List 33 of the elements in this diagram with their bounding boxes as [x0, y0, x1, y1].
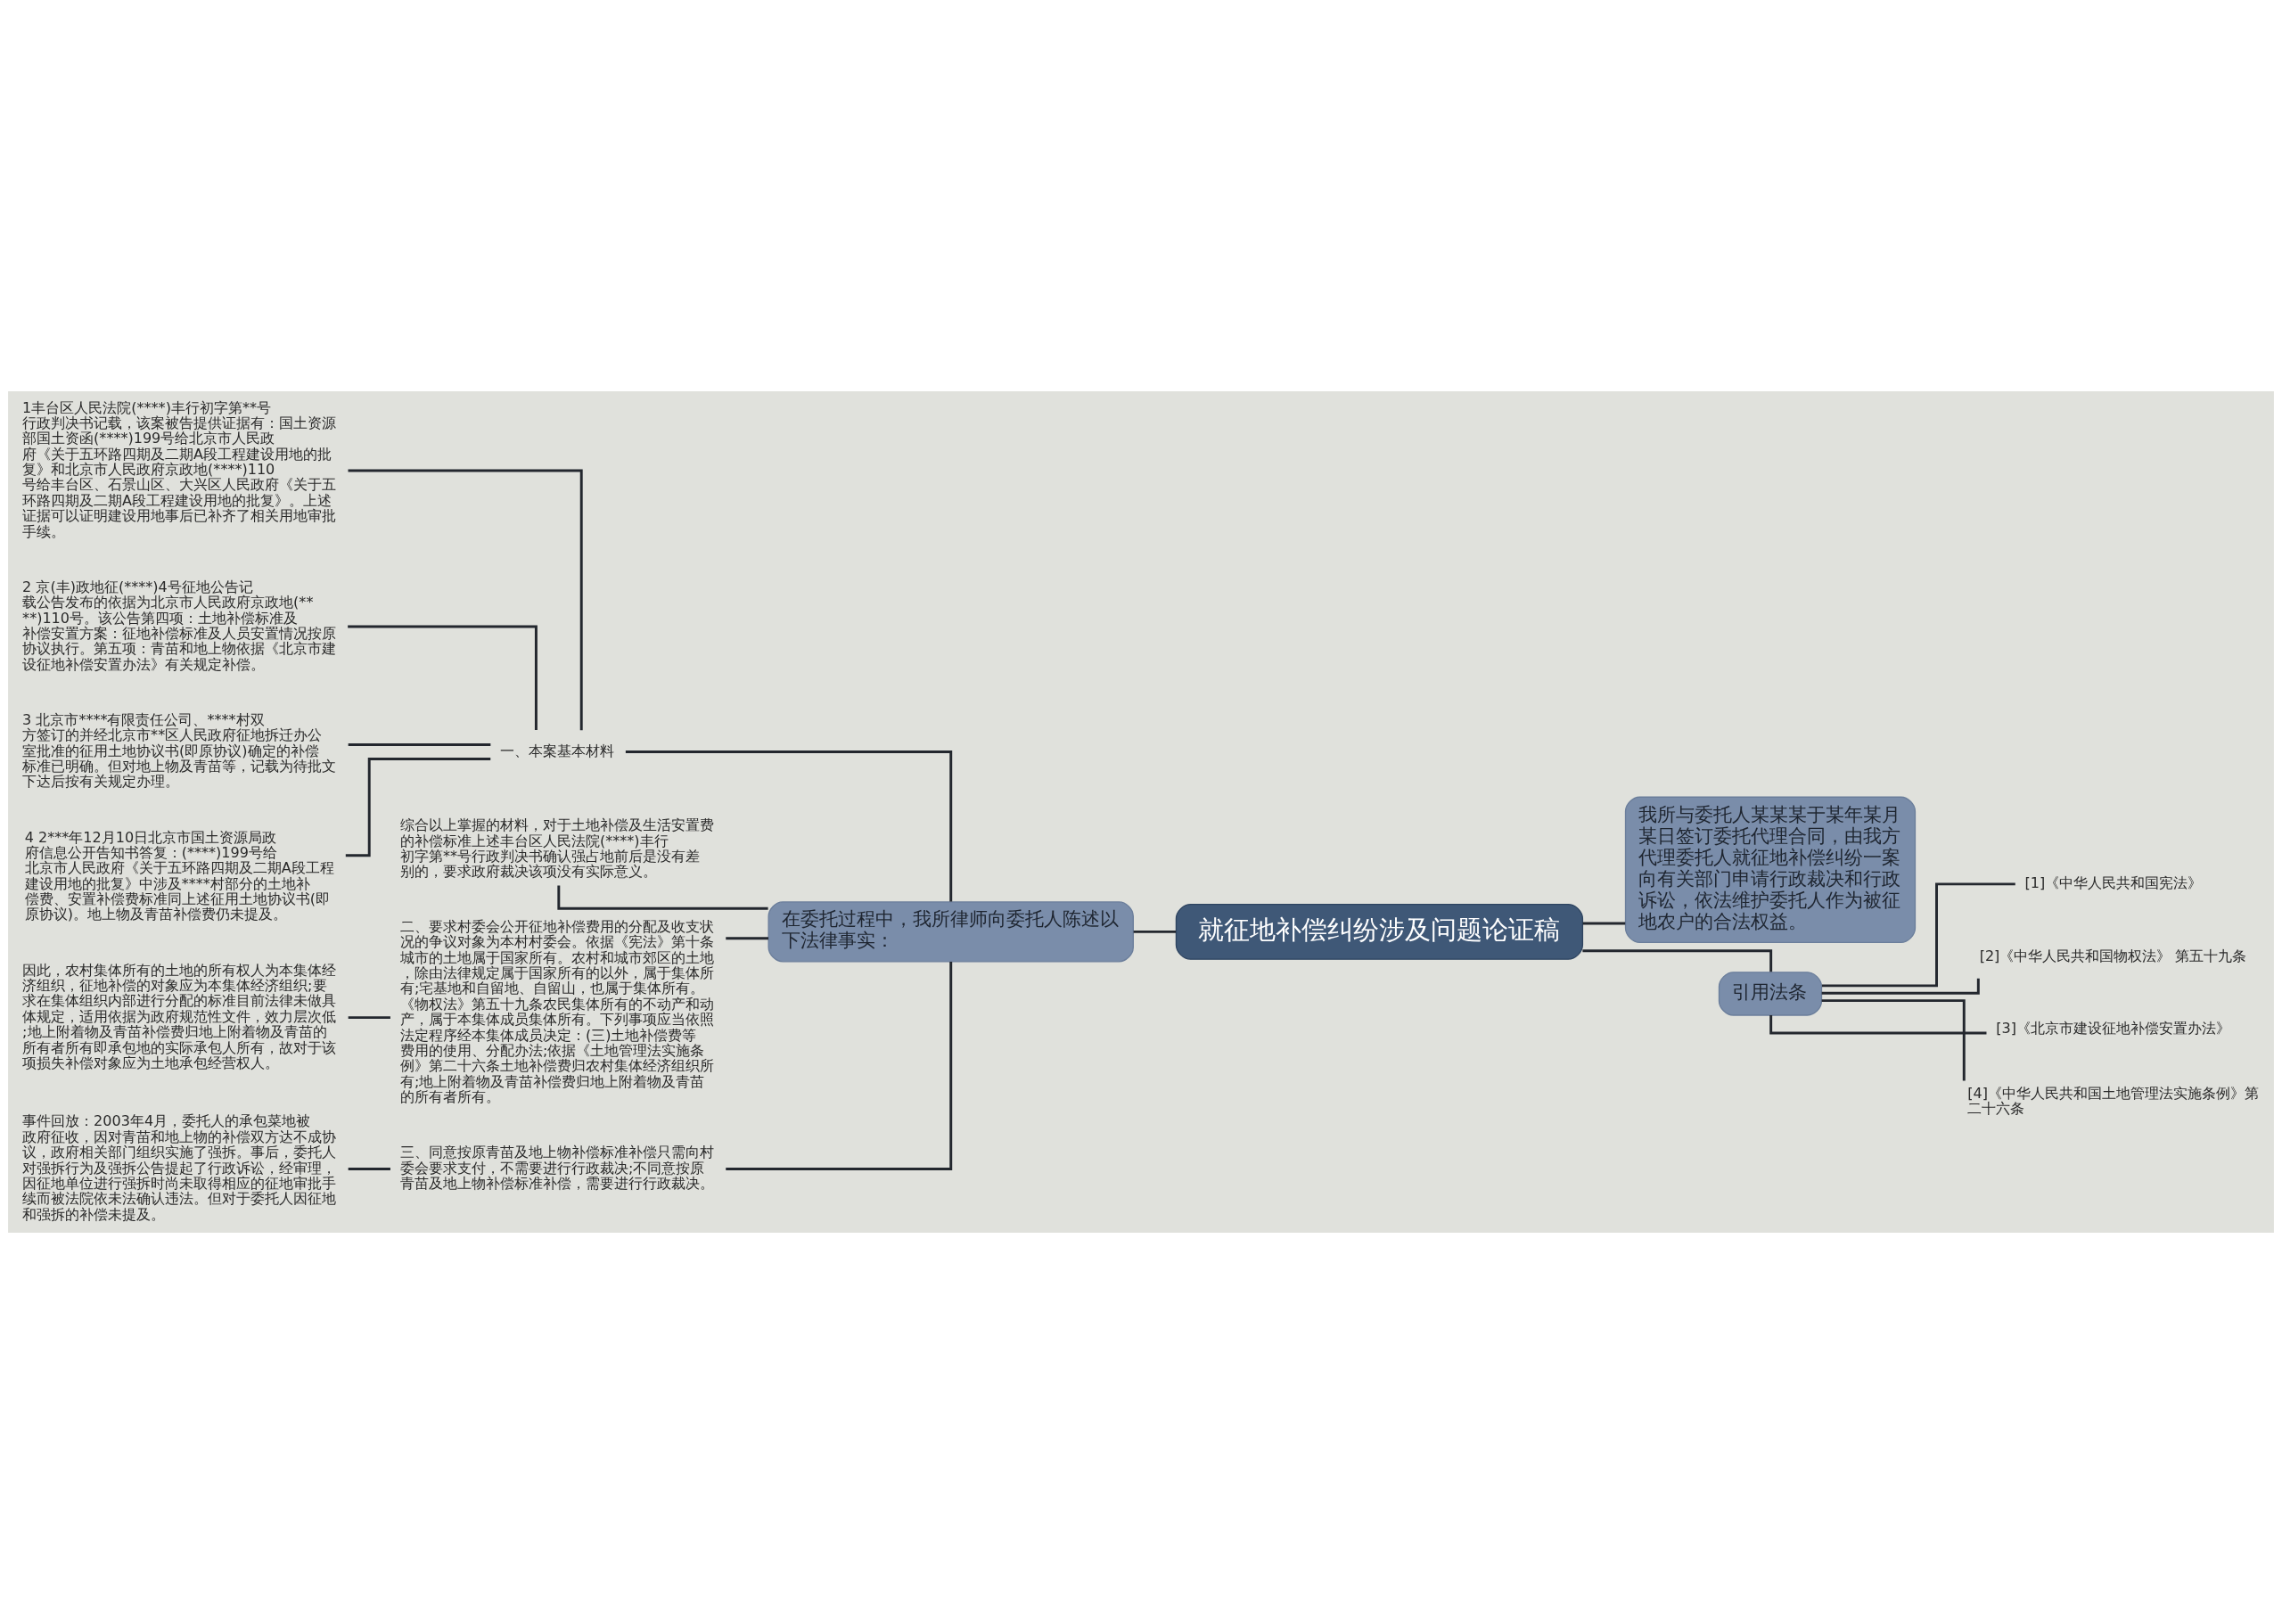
node-box: 我所与委托人某某某于某年某月某日签订委托代理合同，由我方代理委托人就征地补偿纠纷一案向有关部门申请行政裁决和行政诉讼，依法维护委托人作为被征地农户的合法权益。	[1624, 796, 1917, 944]
connector	[348, 625, 538, 730]
node-text: 综合以上掌握的材料，对于土地补偿及生活安置费的补偿标准上述丰台区人民法院(****)丰行初字第**号行政判决书确认强占地前后是没有差别的，要求政府裁决该项没有实际意义。	[399, 816, 714, 881]
connector	[1769, 1015, 1987, 1035]
connector	[1821, 999, 1966, 1081]
connector	[625, 750, 953, 902]
node-text: [4]《中华人民共和国土地管理法实施条例》第二十六条	[1967, 1085, 2259, 1118]
connector	[348, 743, 491, 746]
node-box: 在委托过程中，我所律师向委托人陈述以下法律事实：	[768, 901, 1134, 963]
node-text: 3 北京市****有限责任公司、****村双方签订的并经北京市**区人民政府征地拆迁办公室批准的征用土地协议书(即原协议)确定的补偿标准已明确。但对地上物及青苗等，记载为待批文下达后按有关规定办理。	[22, 710, 337, 791]
connector	[1822, 882, 2015, 988]
connector	[726, 962, 953, 1170]
node-text: [2]《中华人民共和国物权法》 第五十九条	[1979, 947, 2247, 964]
connector	[726, 937, 768, 940]
node-box: 引用法条	[1718, 972, 1823, 1016]
connector	[1582, 922, 1626, 925]
connector	[1582, 949, 1773, 972]
connector	[348, 469, 583, 731]
node-text: 因此，农村集体所有的土地的所有权人为本集体经济组织，征地补偿的对象应为本集体经济组织;要求在集体组织内部进行分配的标准目前法律未做具体规定，适用依据为政府规范性文件，效力层次低;地上附着物及青苗补偿费归地上附着物及青苗的所有者所有即承包地的实际承包人所有，故对于该项损失补偿对象应为土地承包经营权人。	[22, 961, 337, 1071]
node-text: 2 京(丰)政地征(****)4号征地公告记载公告发布的依据为北京市人民政府京政地(****)110号。该公告第四项：土地补偿标准及补偿安置方案：征地补偿标准及人员安置情况按原协议执行。第五项：青苗和地上物依据《北京市建设征地补偿安置办法》有关规定补偿。	[22, 578, 337, 673]
connector	[1821, 978, 1980, 995]
node-text: 事件回放：2003年4月，委托人的承包菜地被政府征收，因对青苗和地上物的补偿双方达不成协议，政府相关部门组织实施了强拆。事后，委托人对强拆行为及强拆公告提起了行政诉讼，经审理，因征地单位进行强拆时尚未取得相应的征地审批手续而被法院依未法确认违法。但对于委托人因征地和强拆的补偿未提及。	[22, 1112, 337, 1223]
node-text: [3]《北京市建设征地补偿安置办法》	[1996, 1020, 2231, 1038]
node-text: 1丰台区人民法院(****)丰行初字第**号行政判决书记载，该案被告提供证据有：国土资源部国土资函(****)199号给北京市人民政府《关于五环路四期及二期A段工程建设用地的批复》和北京市人民政府京政地(****)110号给丰台区、石景山区、大兴区人民政府《关于五环路四期及二期A段工程建设用地的批复》。上述证据可以证明建设用地事后已补齐了相关用地审批手续。	[22, 398, 337, 540]
connector	[348, 1016, 390, 1020]
node-text: 二、要求村委会公开征地补偿费用的分配及收支状况的争议对象为本村村委会。依据《宪法》第十条城市的土地属于国家所有。农村和城市郊区的土地，除由法律规定属于国家所有的以外，属于集体所有;宅基地和自留地、自留山，也属于集体所有。《物权法》第五十九条农民集体所有的不动产和动产，属于本集体成员集体所有。下列事项应当依照法定程序经本集体成员决定：(三)土地补偿费等费用的使用、分配办法;依据《土地管理法实施条例》第二十六条土地补偿费归农村集体经济组织所有;地上附着物及青苗补偿费归地上附着物及青苗的所有者所有。	[399, 917, 714, 1106]
node-box: 就征地补偿纠纷涉及问题论证稿	[1175, 903, 1584, 960]
node-text: 4 2***年12月10日北京市国土资源局政府信息公开告知书答复：(****)199号给北京市人民政府《关于五环路四期及二期A段工程建设用地的批复》中涉及****村部分的土地补偿费、安置补偿费标准同上述征用土地协议书(即原协议)。地上物及青苗补偿费仍未提及。	[24, 828, 334, 923]
node-text: 三、同意按原青苗及地上物补偿标准补偿只需向村委会要求支付，不需要进行行政裁决;不同意按原青苗及地上物补偿标准补偿，需要进行行政裁决。	[399, 1144, 714, 1192]
node-text: [1]《中华人民共和国宪法》	[2024, 874, 2203, 892]
connector	[1133, 930, 1177, 933]
node-text: 一、本案基本材料	[500, 742, 615, 759]
connector	[348, 1168, 390, 1170]
